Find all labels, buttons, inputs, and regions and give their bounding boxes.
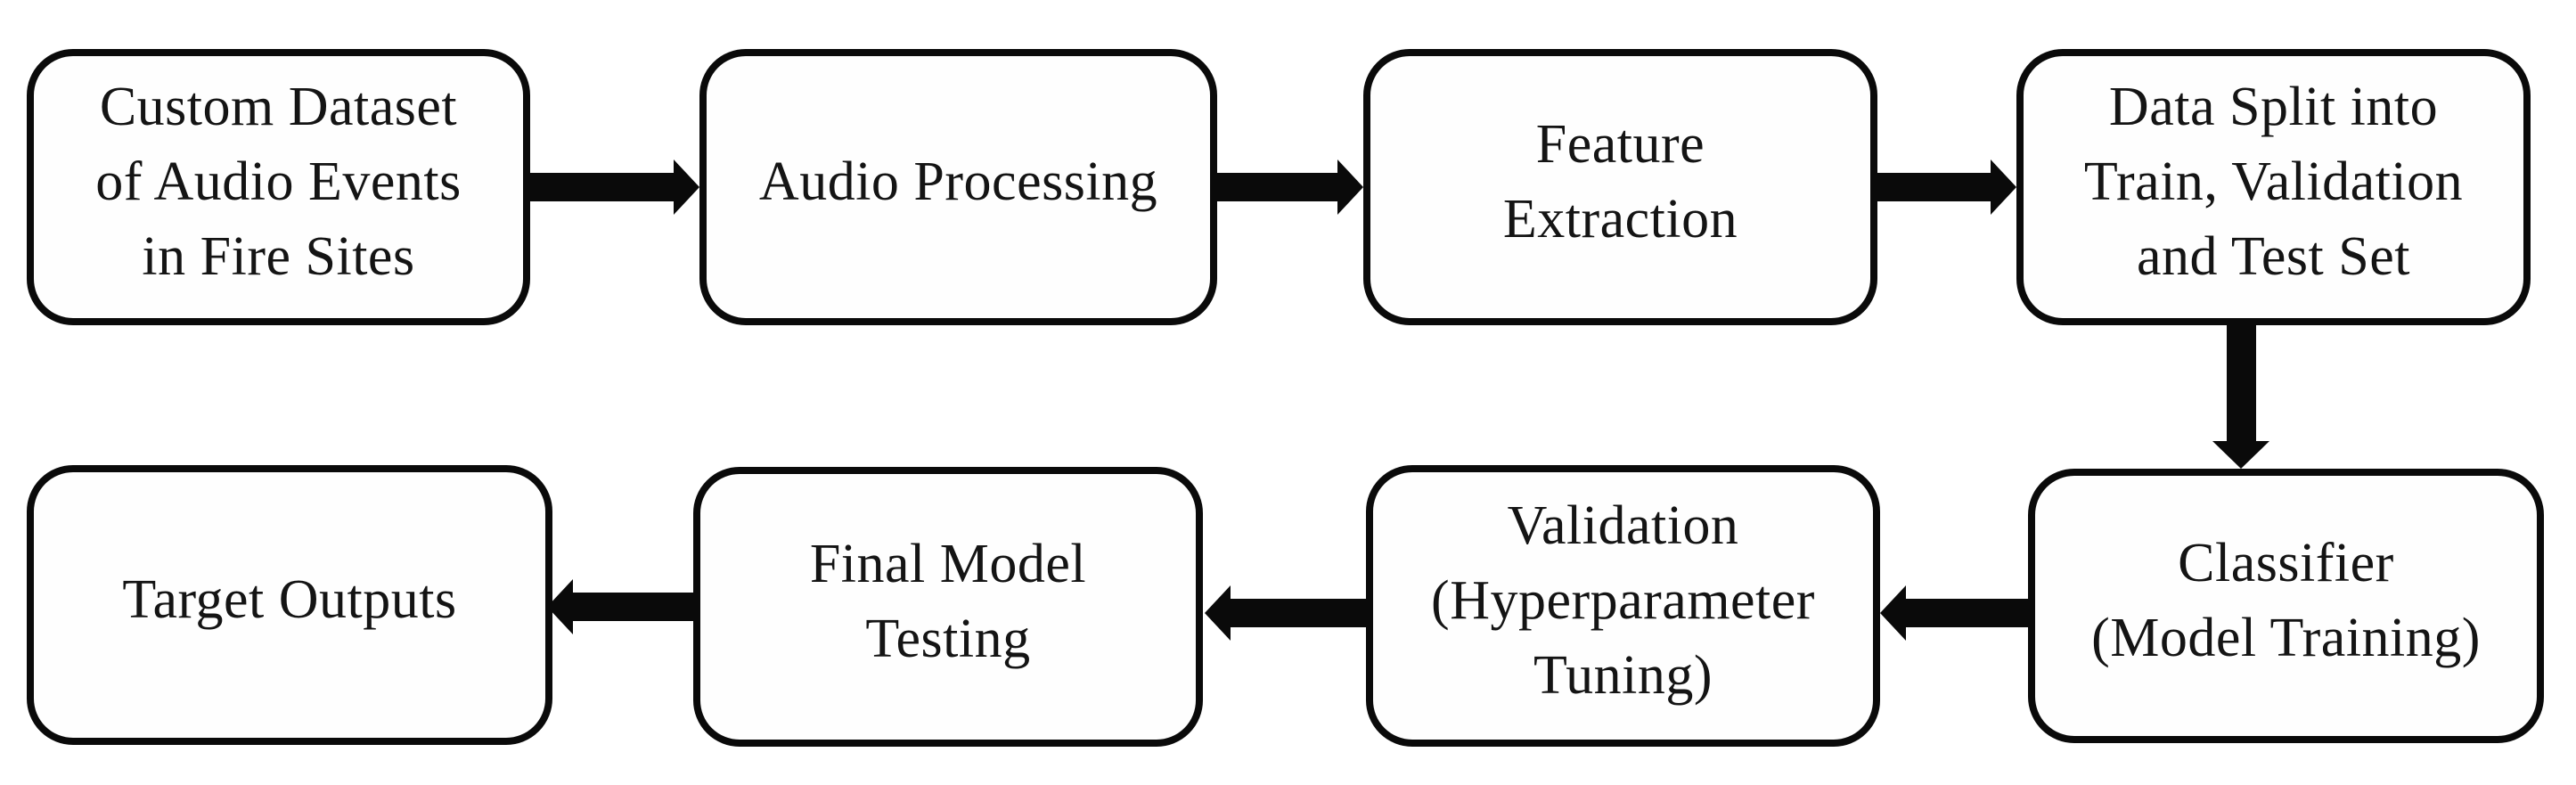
node-audio-processing: Audio Processing [699, 49, 1217, 325]
arrowhead-right-icon [1991, 159, 2016, 215]
node-validation: Validation (Hyperparameter Tuning) [1366, 465, 1880, 747]
node-feature-extraction: Feature Extraction [1363, 49, 1877, 325]
node-label: Final Model Testing [809, 534, 1087, 669]
arrowhead-left-icon [547, 579, 573, 634]
arrowhead-down-icon [2212, 441, 2269, 469]
arrow-shaft [1217, 173, 1337, 201]
node-target-outputs: Target Outputs [27, 465, 552, 745]
arrow-classifier-to-validation [1880, 585, 2028, 641]
node-classifier: Classifier (Model Training) [2028, 469, 2544, 743]
node-custom-dataset: Custom Dataset of Audio Events in Fire S… [27, 49, 530, 325]
arrowhead-left-icon [1880, 585, 1906, 641]
node-label: Feature Extraction [1502, 114, 1738, 249]
arrow-feature-extraction-to-data-split [1877, 159, 2016, 215]
arrow-dataset-to-audio-processing [530, 159, 699, 215]
arrow-data-split-to-classifier [2212, 323, 2269, 469]
arrow-final-model-testing-to-target-outputs [547, 579, 693, 634]
arrow-validation-to-final-model-testing [1205, 585, 1366, 641]
node-data-split: Data Split into Train, Validation and Te… [2016, 49, 2531, 325]
arrowhead-left-icon [1205, 585, 1231, 641]
arrow-audio-processing-to-feature-extraction [1217, 159, 1363, 215]
arrowhead-right-icon [674, 159, 699, 215]
arrow-shaft [1231, 599, 1366, 627]
arrow-shaft [530, 173, 674, 201]
node-label: Custom Dataset of Audio Events in Fire S… [95, 77, 462, 287]
arrow-shaft [573, 593, 693, 621]
node-label: Validation (Hyperparameter Tuning) [1431, 495, 1815, 706]
arrow-shaft [1877, 173, 1991, 201]
node-label: Target Outputs [122, 569, 457, 630]
node-final-model-testing: Final Model Testing [693, 467, 1203, 747]
node-label: Audio Processing [758, 151, 1158, 212]
arrow-shaft [2226, 323, 2256, 441]
arrowhead-right-icon [1337, 159, 1363, 215]
node-label: Data Split into Train, Validation and Te… [2083, 77, 2464, 287]
arrow-shaft [1906, 599, 2028, 627]
node-label: Classifier (Model Training) [2091, 533, 2481, 668]
